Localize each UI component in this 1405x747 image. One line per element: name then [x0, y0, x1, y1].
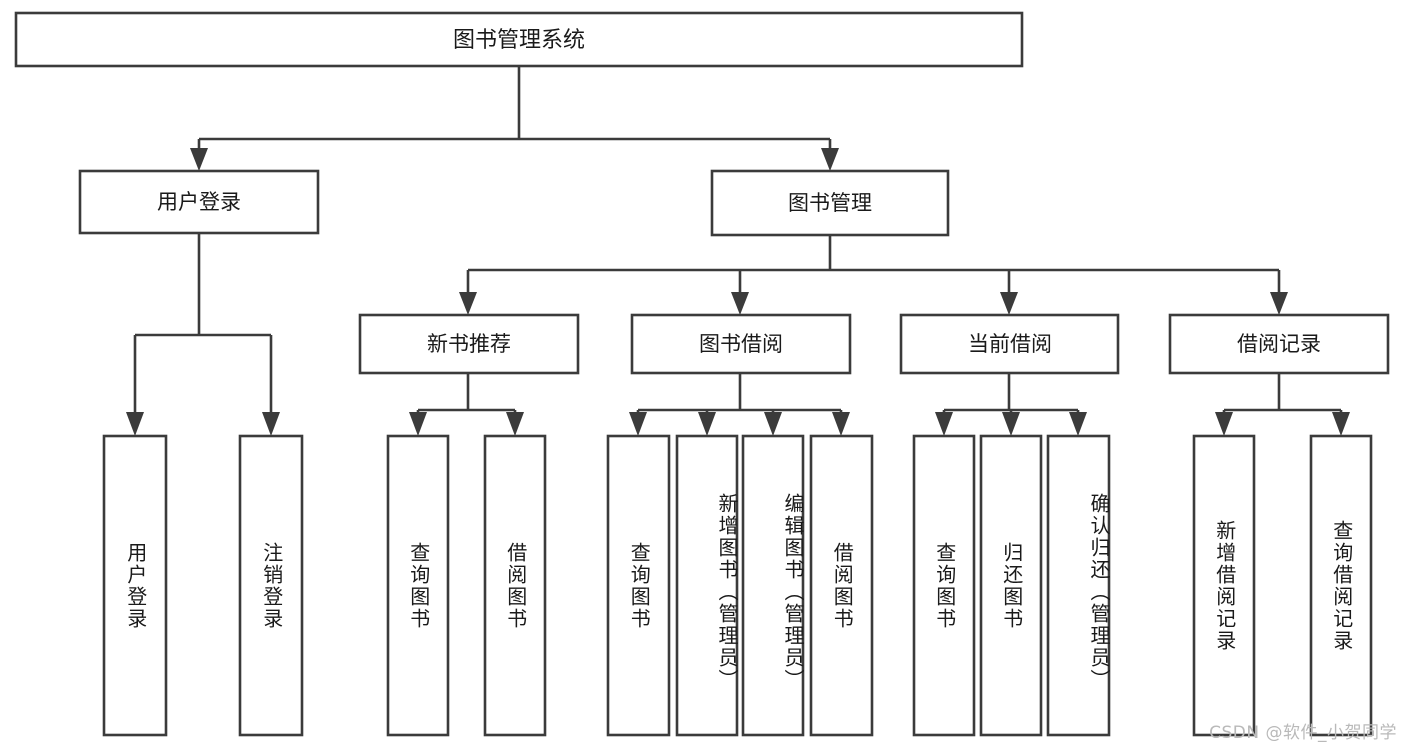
arrow-icon-borrowbook-leaf-1: [629, 412, 647, 436]
arrow-icon-to-borrow-record: [1270, 292, 1288, 315]
leaf-box-newbook-query[interactable]: [386, 434, 450, 737]
leaf-box-borrow-lend[interactable]: [809, 434, 874, 737]
node-book-management-label: 图书管理: [788, 191, 872, 215]
node-root-system[interactable]: 图书管理系统: [14, 11, 1024, 68]
node-root-label: 图书管理系统: [453, 28, 585, 53]
arrow-icon-to-leaf-logout: [262, 412, 280, 436]
leaf-box-record-query[interactable]: [1309, 434, 1373, 737]
node-user-login-label: 用户登录: [157, 190, 241, 214]
arrow-icon-borrowbook-leaf-2: [698, 412, 716, 436]
leaf-box-record-add[interactable]: [1192, 434, 1256, 737]
arrow-icon-to-current-borrow: [1000, 292, 1018, 315]
arrow-icon-borrowbook-leaf-3: [764, 412, 782, 436]
leaf-box-current-query[interactable]: [912, 434, 976, 737]
leaf-box-logout[interactable]: [238, 434, 304, 737]
arrow-icon-borrowrecord-leaf-1: [1215, 412, 1233, 436]
arrow-icon-to-leaf-user-login: [126, 412, 144, 436]
leaf-box-newbook-borrow[interactable]: [483, 434, 547, 737]
node-book-borrow-label: 图书借阅: [699, 332, 783, 356]
watermark-text: CSDN @软件_小贺同学: [1209, 723, 1397, 743]
arrow-icon-borrowbook-leaf-4: [832, 412, 850, 436]
leaf-box-user-login[interactable]: [102, 434, 168, 737]
leaf-box-borrow-add[interactable]: [675, 434, 739, 737]
node-book-management[interactable]: 图书管理: [710, 169, 950, 237]
arrow-icon-currentborrow-leaf-2: [1002, 412, 1020, 436]
node-new-book-recommend-label: 新书推荐: [427, 332, 511, 356]
node-borrow-record[interactable]: 借阅记录: [1168, 313, 1390, 375]
node-current-borrow[interactable]: 当前借阅: [899, 313, 1120, 375]
arrow-icon-to-book-mgmt: [821, 148, 839, 171]
leaf-box-current-return[interactable]: [979, 434, 1043, 737]
arrow-icon-to-user-login: [190, 148, 208, 171]
node-user-login[interactable]: 用户登录: [78, 169, 320, 235]
node-borrow-record-label: 借阅记录: [1237, 332, 1321, 356]
arrow-icon-newbook-leaf-1: [409, 412, 427, 436]
leaf-box-borrow-query[interactable]: [606, 434, 671, 737]
leaf-box-borrow-edit[interactable]: [741, 434, 805, 737]
arrow-icon-to-new-book: [459, 292, 477, 315]
arrow-icon-newbook-leaf-2: [506, 412, 524, 436]
arrowheads-layer: [126, 148, 1350, 436]
node-book-borrow[interactable]: 图书借阅: [630, 313, 852, 375]
arrow-icon-currentborrow-leaf-3: [1069, 412, 1087, 436]
arrow-icon-currentborrow-leaf-1: [935, 412, 953, 436]
node-current-borrow-label: 当前借阅: [968, 332, 1052, 356]
node-new-book-recommend[interactable]: 新书推荐: [358, 313, 580, 375]
leaf-box-current-confirm[interactable]: [1046, 434, 1111, 737]
arrow-icon-borrowrecord-leaf-2: [1332, 412, 1350, 436]
arrow-icon-to-borrow-book: [731, 292, 749, 315]
nodes-layer: 图书管理系统 用户登录 图书管理 新书推荐 图书借阅: [14, 11, 1390, 737]
